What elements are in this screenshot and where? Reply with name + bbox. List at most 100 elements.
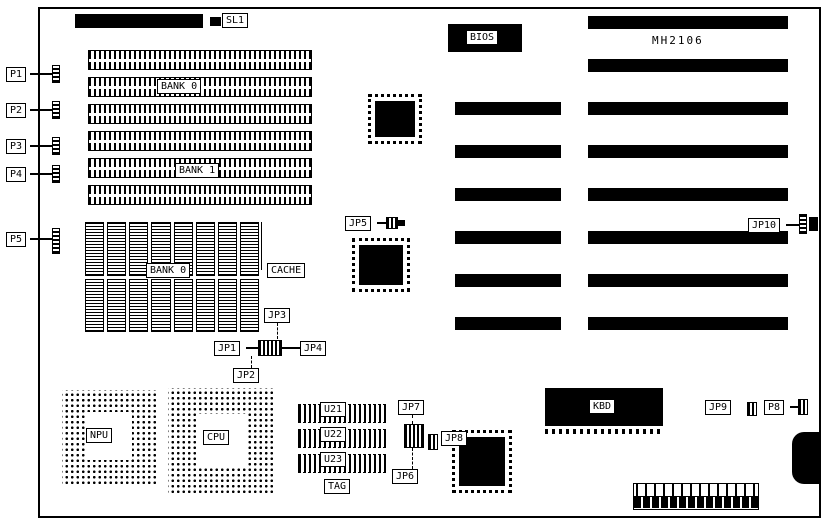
p3-lead	[30, 145, 52, 147]
p5-connector	[52, 228, 60, 254]
label-jp10: JP10	[748, 218, 781, 233]
simm-socket-row	[88, 50, 312, 70]
resistor-pack	[633, 483, 759, 510]
label-jp4: JP4	[300, 341, 327, 356]
sram-chip	[173, 278, 193, 332]
p1-lead	[30, 73, 52, 75]
p4-lead	[30, 173, 52, 175]
cache-bracket-line	[261, 222, 262, 270]
isa-slot	[588, 231, 788, 244]
sram-chip	[217, 222, 237, 276]
isa-slot-extension	[455, 145, 561, 158]
label-p8: P8	[764, 400, 785, 415]
jp5-lead	[377, 222, 386, 224]
simm-socket-row	[88, 185, 312, 205]
qfp-chip	[368, 94, 422, 144]
keyboard-din-connector	[792, 432, 821, 484]
sram-chip	[151, 278, 171, 332]
sram-chip	[85, 222, 105, 276]
isa-slot	[588, 16, 788, 29]
jp5-pin-bar	[398, 220, 405, 226]
jp10-lead	[786, 224, 799, 226]
label-p5: P5	[6, 232, 27, 247]
label-p4: P4	[6, 167, 27, 182]
qfp-chip	[352, 238, 410, 292]
jp7-lead	[412, 415, 413, 424]
p4-connector	[52, 165, 60, 183]
isa-slot-extension	[455, 102, 561, 115]
isa-slot	[588, 145, 788, 158]
p8-lead	[790, 406, 798, 408]
label-cache: CACHE	[267, 263, 306, 278]
label-u21: U21	[320, 402, 347, 417]
sram-chip	[195, 222, 215, 276]
sl1-slot-bar	[75, 14, 203, 28]
sram-chip	[85, 278, 105, 332]
board-outline	[38, 7, 821, 518]
label-bank1: BANK 1	[175, 163, 220, 178]
sram-chip	[195, 278, 215, 332]
label-jp2: JP2	[233, 368, 260, 383]
sram-chip	[239, 222, 259, 276]
label-npu: NPU	[86, 428, 113, 443]
label-jp8: JP8	[441, 431, 468, 446]
p2-lead	[30, 109, 52, 111]
sram-chip	[129, 278, 149, 332]
isa-slot-extension	[455, 317, 561, 330]
sram-chip	[129, 222, 149, 276]
jp10-edge-pad	[809, 217, 818, 231]
label-kbd: KBD	[589, 399, 616, 414]
p1-connector	[52, 65, 60, 83]
kbd-socket-pins	[545, 429, 663, 434]
jp6-8-jumper-block	[404, 424, 424, 448]
jp10-connector	[799, 214, 807, 234]
label-jp5: JP5	[345, 216, 372, 231]
label-sl1: SL1	[222, 13, 249, 28]
sl1-stub-bar	[210, 17, 221, 26]
jp8-connector	[428, 434, 438, 450]
resistor-pack-pads	[634, 484, 758, 497]
p3-connector	[52, 137, 60, 155]
jp6-lead	[412, 448, 413, 469]
isa-slot-extension	[455, 231, 561, 244]
label-p1: P1	[6, 67, 27, 82]
label-jp1: JP1	[214, 341, 241, 356]
jp9-connector	[747, 402, 757, 416]
sram-chip	[239, 278, 259, 332]
label-bank0: BANK 0	[157, 79, 202, 94]
label-u22: U22	[320, 427, 347, 442]
label-tag: TAG	[324, 479, 351, 494]
sram-chip	[107, 278, 127, 332]
label-jp6: JP6	[392, 469, 419, 484]
jp2-lead	[251, 356, 252, 368]
jp5-jumper	[386, 217, 398, 229]
jp1-lead	[246, 347, 258, 349]
isa-slot	[588, 317, 788, 330]
label-jp7: JP7	[398, 400, 425, 415]
label-p3: P3	[6, 139, 27, 154]
label-cpu: CPU	[203, 430, 230, 445]
label-p2: P2	[6, 103, 27, 118]
jp3-lead	[277, 323, 278, 339]
label-u23: U23	[320, 452, 347, 467]
isa-slot	[588, 274, 788, 287]
label-bank0-cache: BANK 0	[146, 263, 191, 278]
cache-sram-bank	[85, 222, 259, 332]
isa-slot	[588, 188, 788, 201]
isa-slot-extension	[455, 188, 561, 201]
p2-connector	[52, 101, 60, 119]
jp4-lead	[282, 347, 300, 349]
resistor-pack-body	[634, 497, 758, 508]
isa-slot	[588, 102, 788, 115]
p8-connector	[798, 399, 808, 415]
label-bios: BIOS	[466, 30, 499, 45]
jp1-4-jumper-block	[258, 340, 282, 356]
board-title: MH2106	[652, 34, 704, 47]
sram-chip	[217, 278, 237, 332]
simm-socket-row	[88, 104, 312, 124]
isa-slot-extension	[455, 274, 561, 287]
sram-chip	[107, 222, 127, 276]
label-jp9: JP9	[705, 400, 732, 415]
isa-slot	[588, 59, 788, 72]
